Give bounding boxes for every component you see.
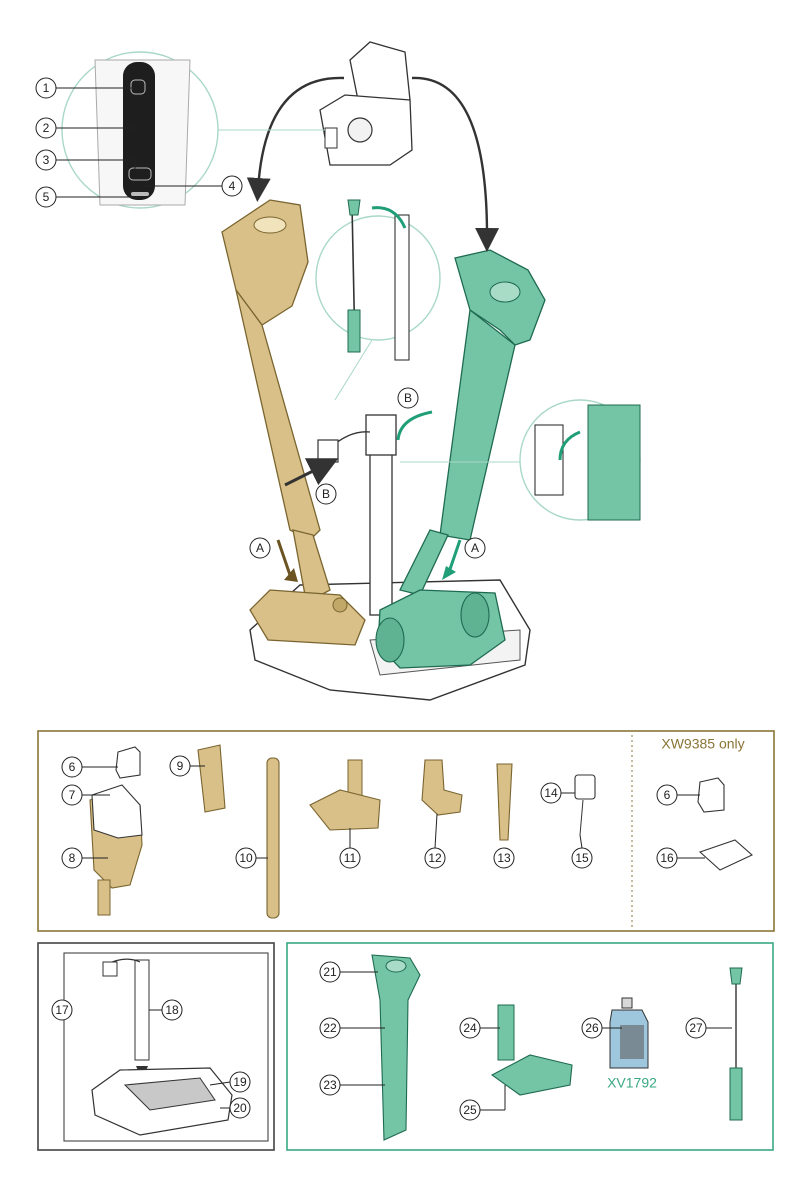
svg-text:13: 13 — [497, 851, 511, 865]
callout-12: 12 — [425, 814, 445, 868]
svg-text:9: 9 — [177, 759, 184, 773]
callout-25: 25 — [460, 1085, 505, 1120]
svg-text:6: 6 — [664, 788, 671, 802]
svg-text:14: 14 — [544, 786, 558, 800]
callout-16: 16 — [657, 848, 705, 868]
callout-6a: 6 — [62, 757, 118, 777]
callout-11: 11 — [340, 828, 360, 868]
svg-text:6: 6 — [69, 760, 76, 774]
svg-text:B: B — [404, 391, 412, 405]
xw-only-label: XW9385 only — [661, 736, 744, 752]
svg-text:8: 8 — [69, 851, 76, 865]
svg-text:1: 1 — [43, 81, 50, 95]
main-illustration: B B A A 1 2 3 — [36, 42, 640, 700]
callout-17: 17 — [52, 1000, 72, 1020]
wet-parts-panel: XV1792 21 22 23 24 25 26 — [287, 943, 773, 1150]
svg-text:4: 4 — [229, 179, 236, 193]
svg-text:26: 26 — [585, 1021, 599, 1035]
callout-10: 10 — [236, 848, 268, 868]
step-label-b-left: B — [316, 484, 336, 504]
callout-24: 24 — [460, 1018, 500, 1038]
svg-text:7: 7 — [69, 788, 76, 802]
svg-text:5: 5 — [43, 190, 50, 204]
svg-text:B: B — [322, 487, 330, 501]
svg-text:16: 16 — [660, 851, 674, 865]
svg-text:12: 12 — [428, 851, 442, 865]
callout-13: 13 — [494, 848, 514, 868]
svg-text:A: A — [256, 541, 264, 555]
callout-6b: 6 — [657, 785, 700, 805]
latch-zoom — [400, 400, 640, 520]
brush-holder-zoom — [316, 200, 440, 400]
svg-text:21: 21 — [323, 965, 337, 979]
svg-text:20: 20 — [233, 1101, 247, 1115]
dock-panel: 17 18 19 20 — [38, 943, 274, 1150]
callout-15: 15 — [572, 835, 592, 868]
svg-text:10: 10 — [239, 851, 253, 865]
svg-text:25: 25 — [463, 1103, 477, 1117]
callout-27: 27 — [686, 1018, 732, 1038]
svg-text:2: 2 — [43, 121, 50, 135]
callout-21: 21 — [320, 962, 378, 982]
callout-22: 22 — [320, 1018, 385, 1038]
step-label-a-right: A — [465, 538, 485, 558]
svg-text:15: 15 — [575, 851, 589, 865]
svg-text:A: A — [471, 541, 479, 555]
callout-23: 23 — [320, 1075, 385, 1095]
step-label-b-top: B — [398, 388, 418, 408]
wall-bracket — [320, 42, 412, 165]
svg-text:23: 23 — [323, 1078, 337, 1092]
svg-text:27: 27 — [689, 1021, 703, 1035]
svg-text:24: 24 — [463, 1021, 477, 1035]
callout-18: 18 — [149, 1000, 182, 1020]
solution-code: XV1792 — [607, 1075, 657, 1091]
control-panel-zoom — [62, 52, 325, 208]
callout-14: 14 — [541, 783, 575, 803]
svg-text:18: 18 — [165, 1003, 179, 1017]
svg-text:3: 3 — [43, 153, 50, 167]
svg-text:11: 11 — [344, 851, 357, 865]
parts-panel: XW9385 only 6 7 8 — [38, 731, 774, 931]
svg-text:17: 17 — [55, 1003, 69, 1017]
svg-text:22: 22 — [323, 1021, 337, 1035]
svg-text:19: 19 — [233, 1075, 247, 1089]
step-label-a-left: A — [250, 538, 270, 558]
